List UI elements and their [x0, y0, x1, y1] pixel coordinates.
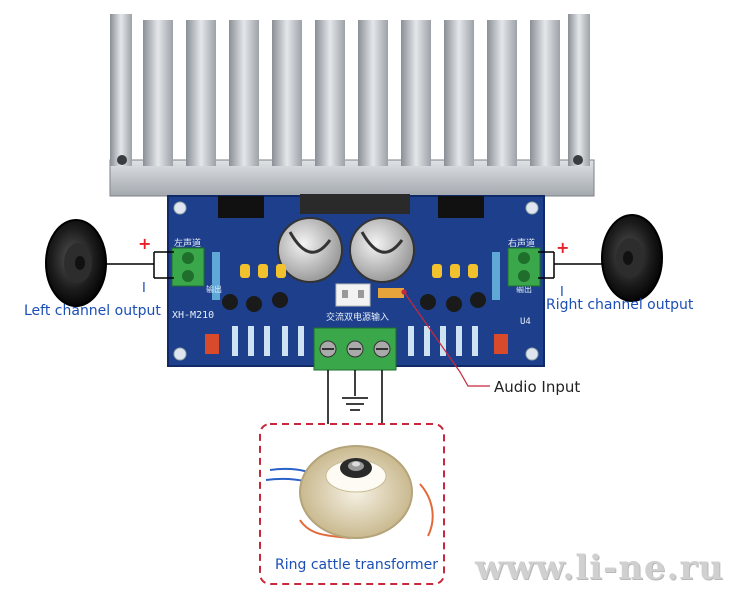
- audio-input-connector: [335, 283, 371, 307]
- u4-silk: U4: [520, 317, 531, 327]
- left-plus-mark: +: [138, 234, 151, 253]
- right-plus-mark: +: [556, 238, 569, 257]
- left-speaker-icon: [45, 219, 107, 307]
- right-channel-silk: 右声道: [508, 237, 535, 249]
- left-channel-output-label: Left channel output: [24, 303, 161, 319]
- power-input-terminal: [313, 327, 397, 371]
- left-output-terminal: [171, 247, 205, 287]
- power-wires: [327, 370, 383, 424]
- right-minus-mark: I: [560, 285, 564, 300]
- ic-right: [438, 196, 484, 218]
- left-speaker-wires: [106, 251, 174, 279]
- audio-input-label: Audio Input: [494, 378, 581, 396]
- right-speaker-wires: [538, 251, 604, 279]
- left-minus-mark: I: [142, 281, 146, 296]
- ac-input-silk: 交流双电源输入: [326, 311, 389, 323]
- ground-icon: [342, 397, 368, 411]
- right-channel-output-label: Right channel output: [546, 297, 694, 313]
- capacitor-left: [277, 217, 343, 283]
- right-output-terminal: [507, 247, 541, 287]
- audio-input-pointer: [401, 289, 490, 387]
- board-model-label: XH-M210: [172, 310, 214, 321]
- watermark: www.li-ne.ru: [475, 548, 724, 588]
- capacitor-right: [349, 217, 415, 283]
- toroidal-transformer-icon: [265, 445, 434, 539]
- transformer-label: Ring cattle transformer: [275, 557, 439, 573]
- right-speaker-icon: [601, 214, 663, 302]
- right-output-silk: 输出: [516, 284, 532, 294]
- ic-left: [218, 196, 264, 218]
- left-channel-silk: 左声道: [174, 237, 201, 249]
- heatsink: [109, 14, 595, 197]
- left-output-silk: 输出: [206, 284, 222, 294]
